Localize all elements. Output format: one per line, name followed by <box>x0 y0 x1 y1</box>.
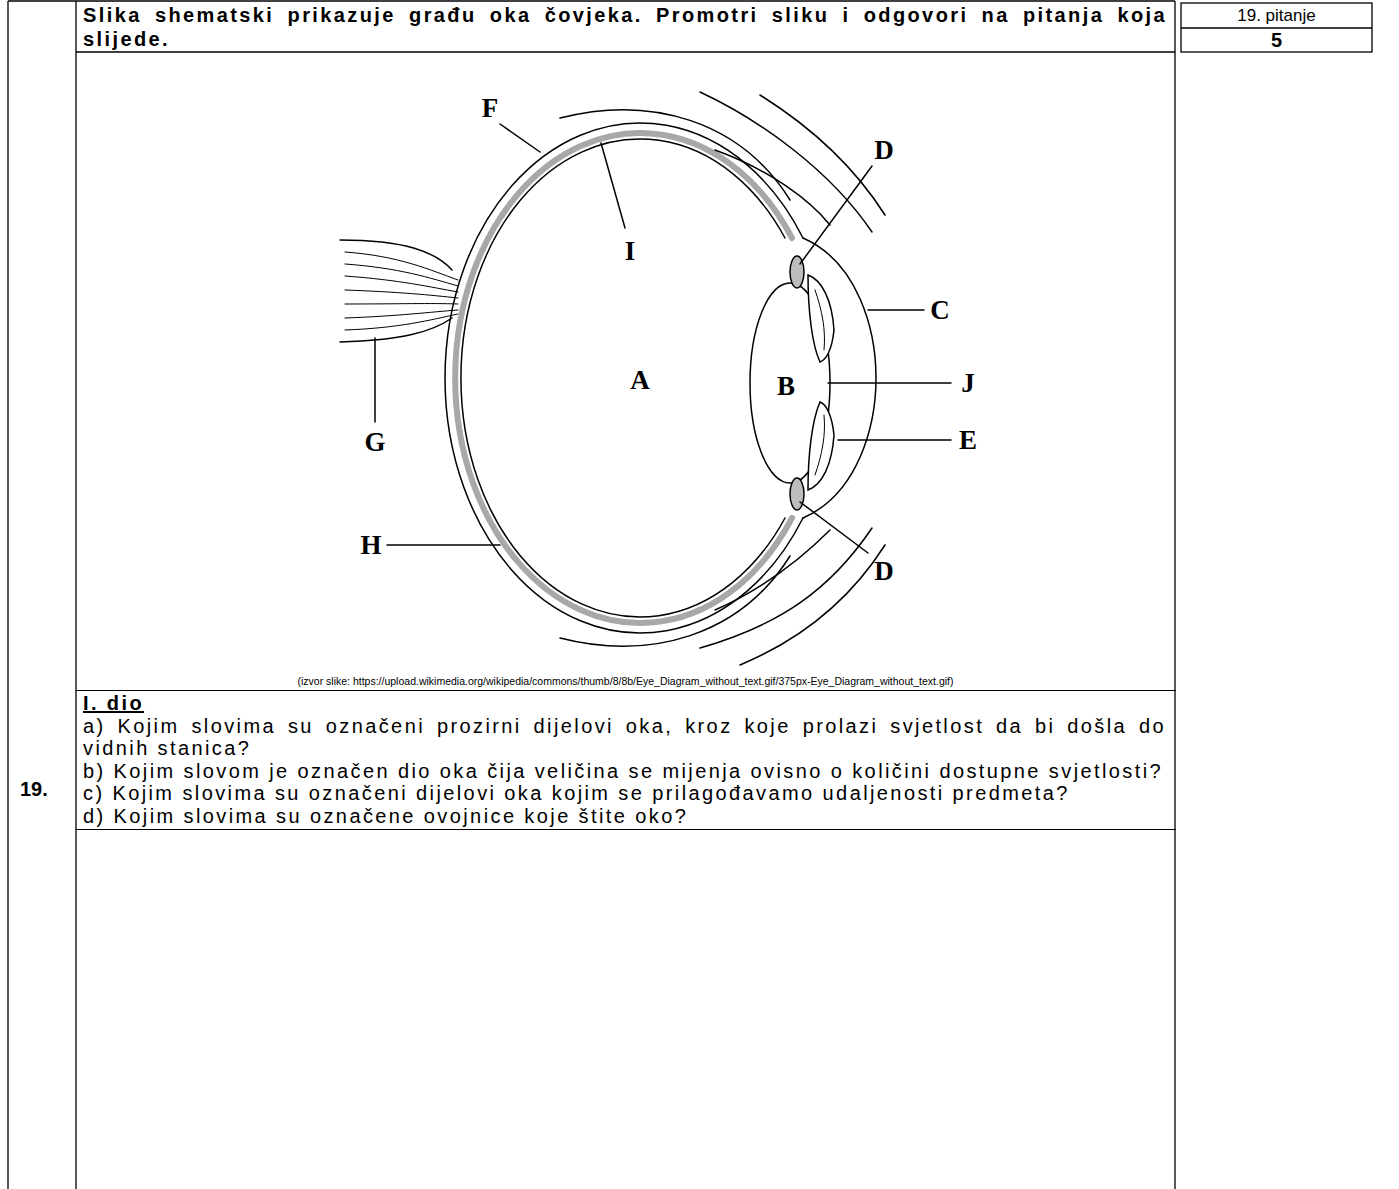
part-letter: F <box>482 95 499 122</box>
part-letter: H <box>360 532 381 559</box>
question-cell: I. dioa) Kojim slovima su označeni prozi… <box>76 690 1176 830</box>
image-source: (izvor slike: https://upload.wikimedia.o… <box>76 675 1175 688</box>
question-number: 19. <box>20 778 48 801</box>
ciliary-body <box>790 478 804 510</box>
leader-line <box>387 544 500 546</box>
optic-nerve-fiber <box>345 276 458 292</box>
iris <box>815 290 825 350</box>
part-letter: B <box>777 373 795 400</box>
part-letter: A <box>630 367 650 394</box>
optic-nerve-fiber <box>345 310 458 318</box>
optic-nerve <box>340 240 452 270</box>
eyelid <box>715 530 830 610</box>
part-letter: I <box>625 238 636 265</box>
sub-question: a) Kojim slovima su označeni prozirni di… <box>83 715 1166 760</box>
part-letter: D <box>874 558 894 585</box>
retina <box>461 139 785 617</box>
eye-muscle <box>560 556 790 646</box>
leader-line <box>500 124 540 152</box>
part-letter: D <box>874 137 894 164</box>
sub-question: d) Kojim slovima su označene ovojnice ko… <box>83 805 1166 828</box>
part-letter: E <box>959 427 977 454</box>
iris <box>808 275 834 362</box>
table-border <box>7 1 8 1189</box>
choroid <box>455 133 792 623</box>
question-heading: Slika shematski prikazuje građu oka čovj… <box>83 3 1167 51</box>
leader-line <box>800 502 868 553</box>
eyelid <box>740 545 885 665</box>
table-border <box>75 1 76 1189</box>
leader-line <box>374 338 376 422</box>
score-box <box>1181 3 1372 52</box>
sub-question: c) Kojim slovima su označeni dijelovi ok… <box>83 782 1166 805</box>
leader-line <box>601 143 625 228</box>
eyelid <box>715 150 830 225</box>
leader-line <box>828 382 951 384</box>
leader-line <box>868 309 924 311</box>
table-border <box>76 51 1175 52</box>
sub-question: b) Kojim slovom je označen dio oka čija … <box>83 760 1166 783</box>
part-letter: J <box>961 370 975 397</box>
leader-line <box>838 439 951 441</box>
iris <box>815 415 825 475</box>
iris <box>808 402 834 490</box>
optic-nerve-fiber <box>345 303 458 304</box>
score-label: 19. pitanje <box>1181 4 1372 28</box>
part-letter: G <box>364 429 385 456</box>
part-letter: C <box>930 297 950 324</box>
score-box <box>1181 27 1372 28</box>
table-border <box>8 0 1175 1</box>
optic-nerve <box>340 318 452 342</box>
part-heading: I. dio <box>83 692 1166 715</box>
eyelid <box>760 95 885 215</box>
eyelid <box>700 528 872 648</box>
optic-nerve-fiber <box>345 314 458 330</box>
optic-nerve-fiber <box>345 290 458 298</box>
table-border <box>1174 1 1175 1189</box>
leader-line <box>800 166 872 264</box>
score-value: 5 <box>1181 28 1372 52</box>
